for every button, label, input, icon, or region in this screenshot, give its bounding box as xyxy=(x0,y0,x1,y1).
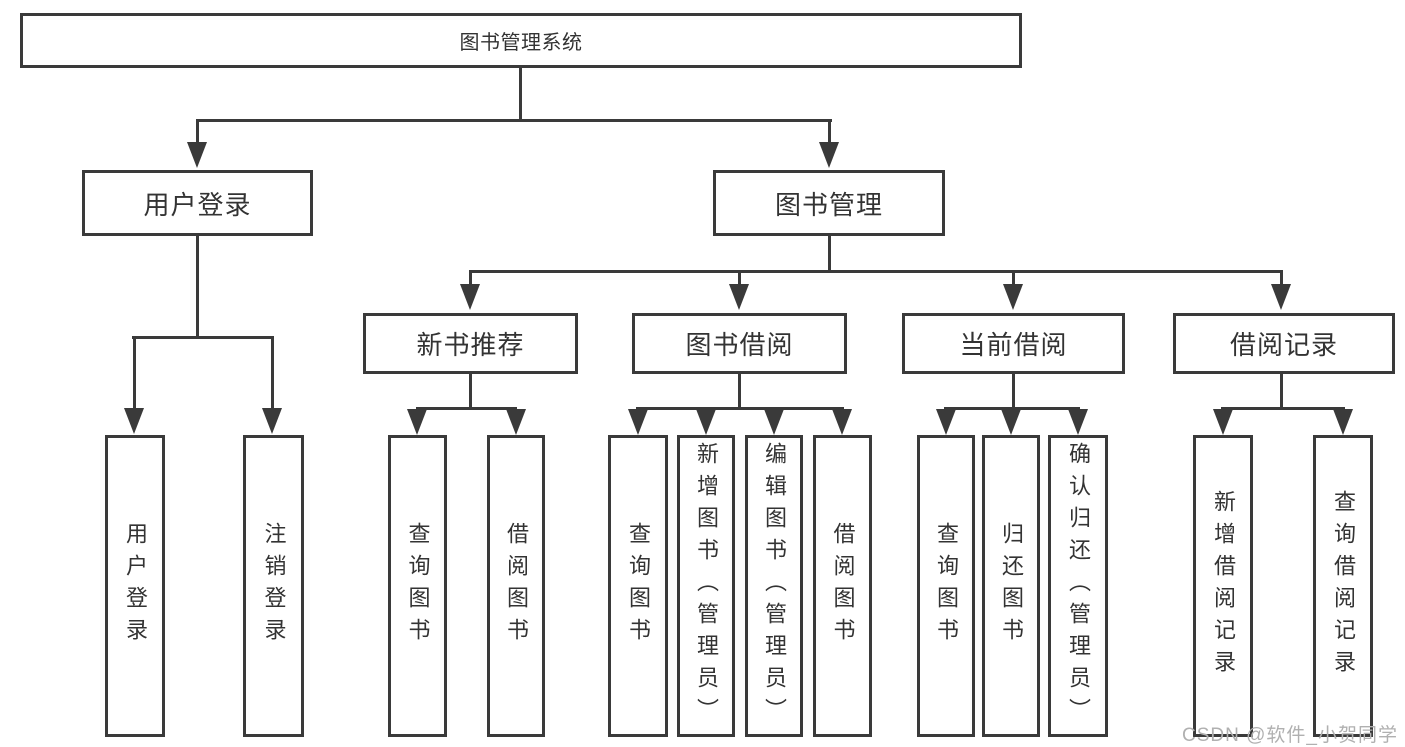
connector-level3-shaft-3 xyxy=(1012,273,1015,284)
node-label: 注销登录 xyxy=(261,522,287,650)
connector-user-login-hline xyxy=(132,336,274,339)
node-label: 归还图书 xyxy=(999,522,1024,650)
connector-book-management-trunk xyxy=(828,236,831,271)
node-label: 新增借阅记录 xyxy=(1211,490,1236,682)
arrow-down-icon xyxy=(764,409,784,435)
arrow-down-icon xyxy=(262,408,282,434)
arrow-down-icon xyxy=(1003,284,1023,310)
node-label: 借阅图书 xyxy=(504,522,529,650)
arrow-down-icon xyxy=(1068,409,1088,435)
arrow-down-icon xyxy=(936,409,956,435)
connector-level2-shaft-right xyxy=(828,122,831,142)
arrow-down-icon xyxy=(729,284,749,310)
arrow-down-icon xyxy=(1271,284,1291,310)
connector-current-borrowing-trunk xyxy=(1012,374,1015,407)
leaf-query-borrow-record: 查询借阅记录 xyxy=(1313,435,1373,737)
node-label: 借阅记录 xyxy=(1229,330,1338,360)
node-borrowing-records: 借阅记录 xyxy=(1173,313,1395,374)
leaf-query-books-borrowing: 查询图书 xyxy=(608,435,668,737)
node-user-login: 用户登录 xyxy=(82,170,313,236)
node-label: 查询图书 xyxy=(405,522,431,650)
connector-book-borrowing-trunk xyxy=(738,374,741,407)
node-label: 新书推荐 xyxy=(416,330,525,360)
arrow-down-icon xyxy=(506,409,526,435)
leaf-return-books: 归还图书 xyxy=(982,435,1040,737)
connector-borrowing-records-hline xyxy=(1221,407,1345,410)
arrow-down-icon xyxy=(187,142,207,168)
node-current-borrowing: 当前借阅 xyxy=(902,313,1125,374)
connector-root-trunk xyxy=(519,68,522,120)
leaf-borrow-books-recommend: 借阅图书 xyxy=(487,435,545,737)
node-book-management: 图书管理 xyxy=(713,170,945,236)
connector-borrowing-records-trunk xyxy=(1280,374,1283,407)
node-label: 借阅图书 xyxy=(830,522,856,650)
connector-level3-shaft-2 xyxy=(738,273,741,284)
leaf-add-borrow-record: 新增借阅记录 xyxy=(1193,435,1253,737)
arrow-down-icon xyxy=(696,409,716,435)
connector-user-login-trunk xyxy=(196,236,199,337)
leaf-query-books-current: 查询图书 xyxy=(917,435,975,737)
arrow-down-icon xyxy=(1333,409,1353,435)
node-label: 用户登录 xyxy=(143,189,252,220)
node-label: 用户登录 xyxy=(123,522,148,650)
node-label: 图书管理系统 xyxy=(459,32,583,54)
node-label: 新增图书（管理员） xyxy=(694,442,719,730)
connector-level2-shaft-left xyxy=(196,122,199,142)
connector-new-book-hline xyxy=(416,407,517,410)
node-label: 图书管理 xyxy=(774,189,883,220)
node-label: 当前借阅 xyxy=(959,330,1068,360)
leaf-logout: 注销登录 xyxy=(243,435,304,737)
node-label: 查询图书 xyxy=(626,522,651,650)
node-label: 编辑图书（管理员） xyxy=(762,442,787,730)
node-library-management-system: 图书管理系统 xyxy=(20,13,1022,68)
leaf-add-books-admin: 新增图书（管理员） xyxy=(677,435,735,737)
arrow-down-icon xyxy=(1213,409,1233,435)
arrow-down-icon xyxy=(1001,409,1021,435)
arrow-down-icon xyxy=(407,409,427,435)
connector-new-book-trunk xyxy=(469,374,472,407)
arrow-down-icon xyxy=(628,409,648,435)
node-label: 查询图书 xyxy=(934,522,959,650)
leaf-edit-books-admin: 编辑图书（管理员） xyxy=(745,435,803,737)
arrow-down-icon xyxy=(124,408,144,434)
node-book-borrowing: 图书借阅 xyxy=(632,313,847,374)
arrow-down-icon xyxy=(460,284,480,310)
connector-user-login-shaft-2 xyxy=(271,339,274,408)
connector-level3-shaft-1 xyxy=(469,273,472,284)
leaf-query-books-recommend: 查询图书 xyxy=(388,435,447,737)
connector-level2-hline xyxy=(196,119,832,122)
connector-user-login-shaft-1 xyxy=(133,339,136,408)
node-new-book-recommendation: 新书推荐 xyxy=(363,313,578,374)
connector-current-borrowing-hline xyxy=(944,407,1080,410)
arrow-down-icon xyxy=(819,142,839,168)
leaf-confirm-return-admin: 确认归还（管理员） xyxy=(1048,435,1108,737)
node-label: 图书借阅 xyxy=(685,330,794,360)
watermark: CSDN @软件_小贺同学 xyxy=(1182,725,1398,746)
arrow-down-icon xyxy=(832,409,852,435)
leaf-user-login: 用户登录 xyxy=(105,435,165,737)
connector-book-borrowing-hline xyxy=(636,407,844,410)
node-label: 确认归还（管理员） xyxy=(1066,442,1091,730)
connector-level3-shaft-4 xyxy=(1280,273,1283,284)
node-label: 查询借阅记录 xyxy=(1331,490,1356,682)
connector-level3-hline xyxy=(469,270,1283,273)
leaf-borrow-books: 借阅图书 xyxy=(813,435,872,737)
